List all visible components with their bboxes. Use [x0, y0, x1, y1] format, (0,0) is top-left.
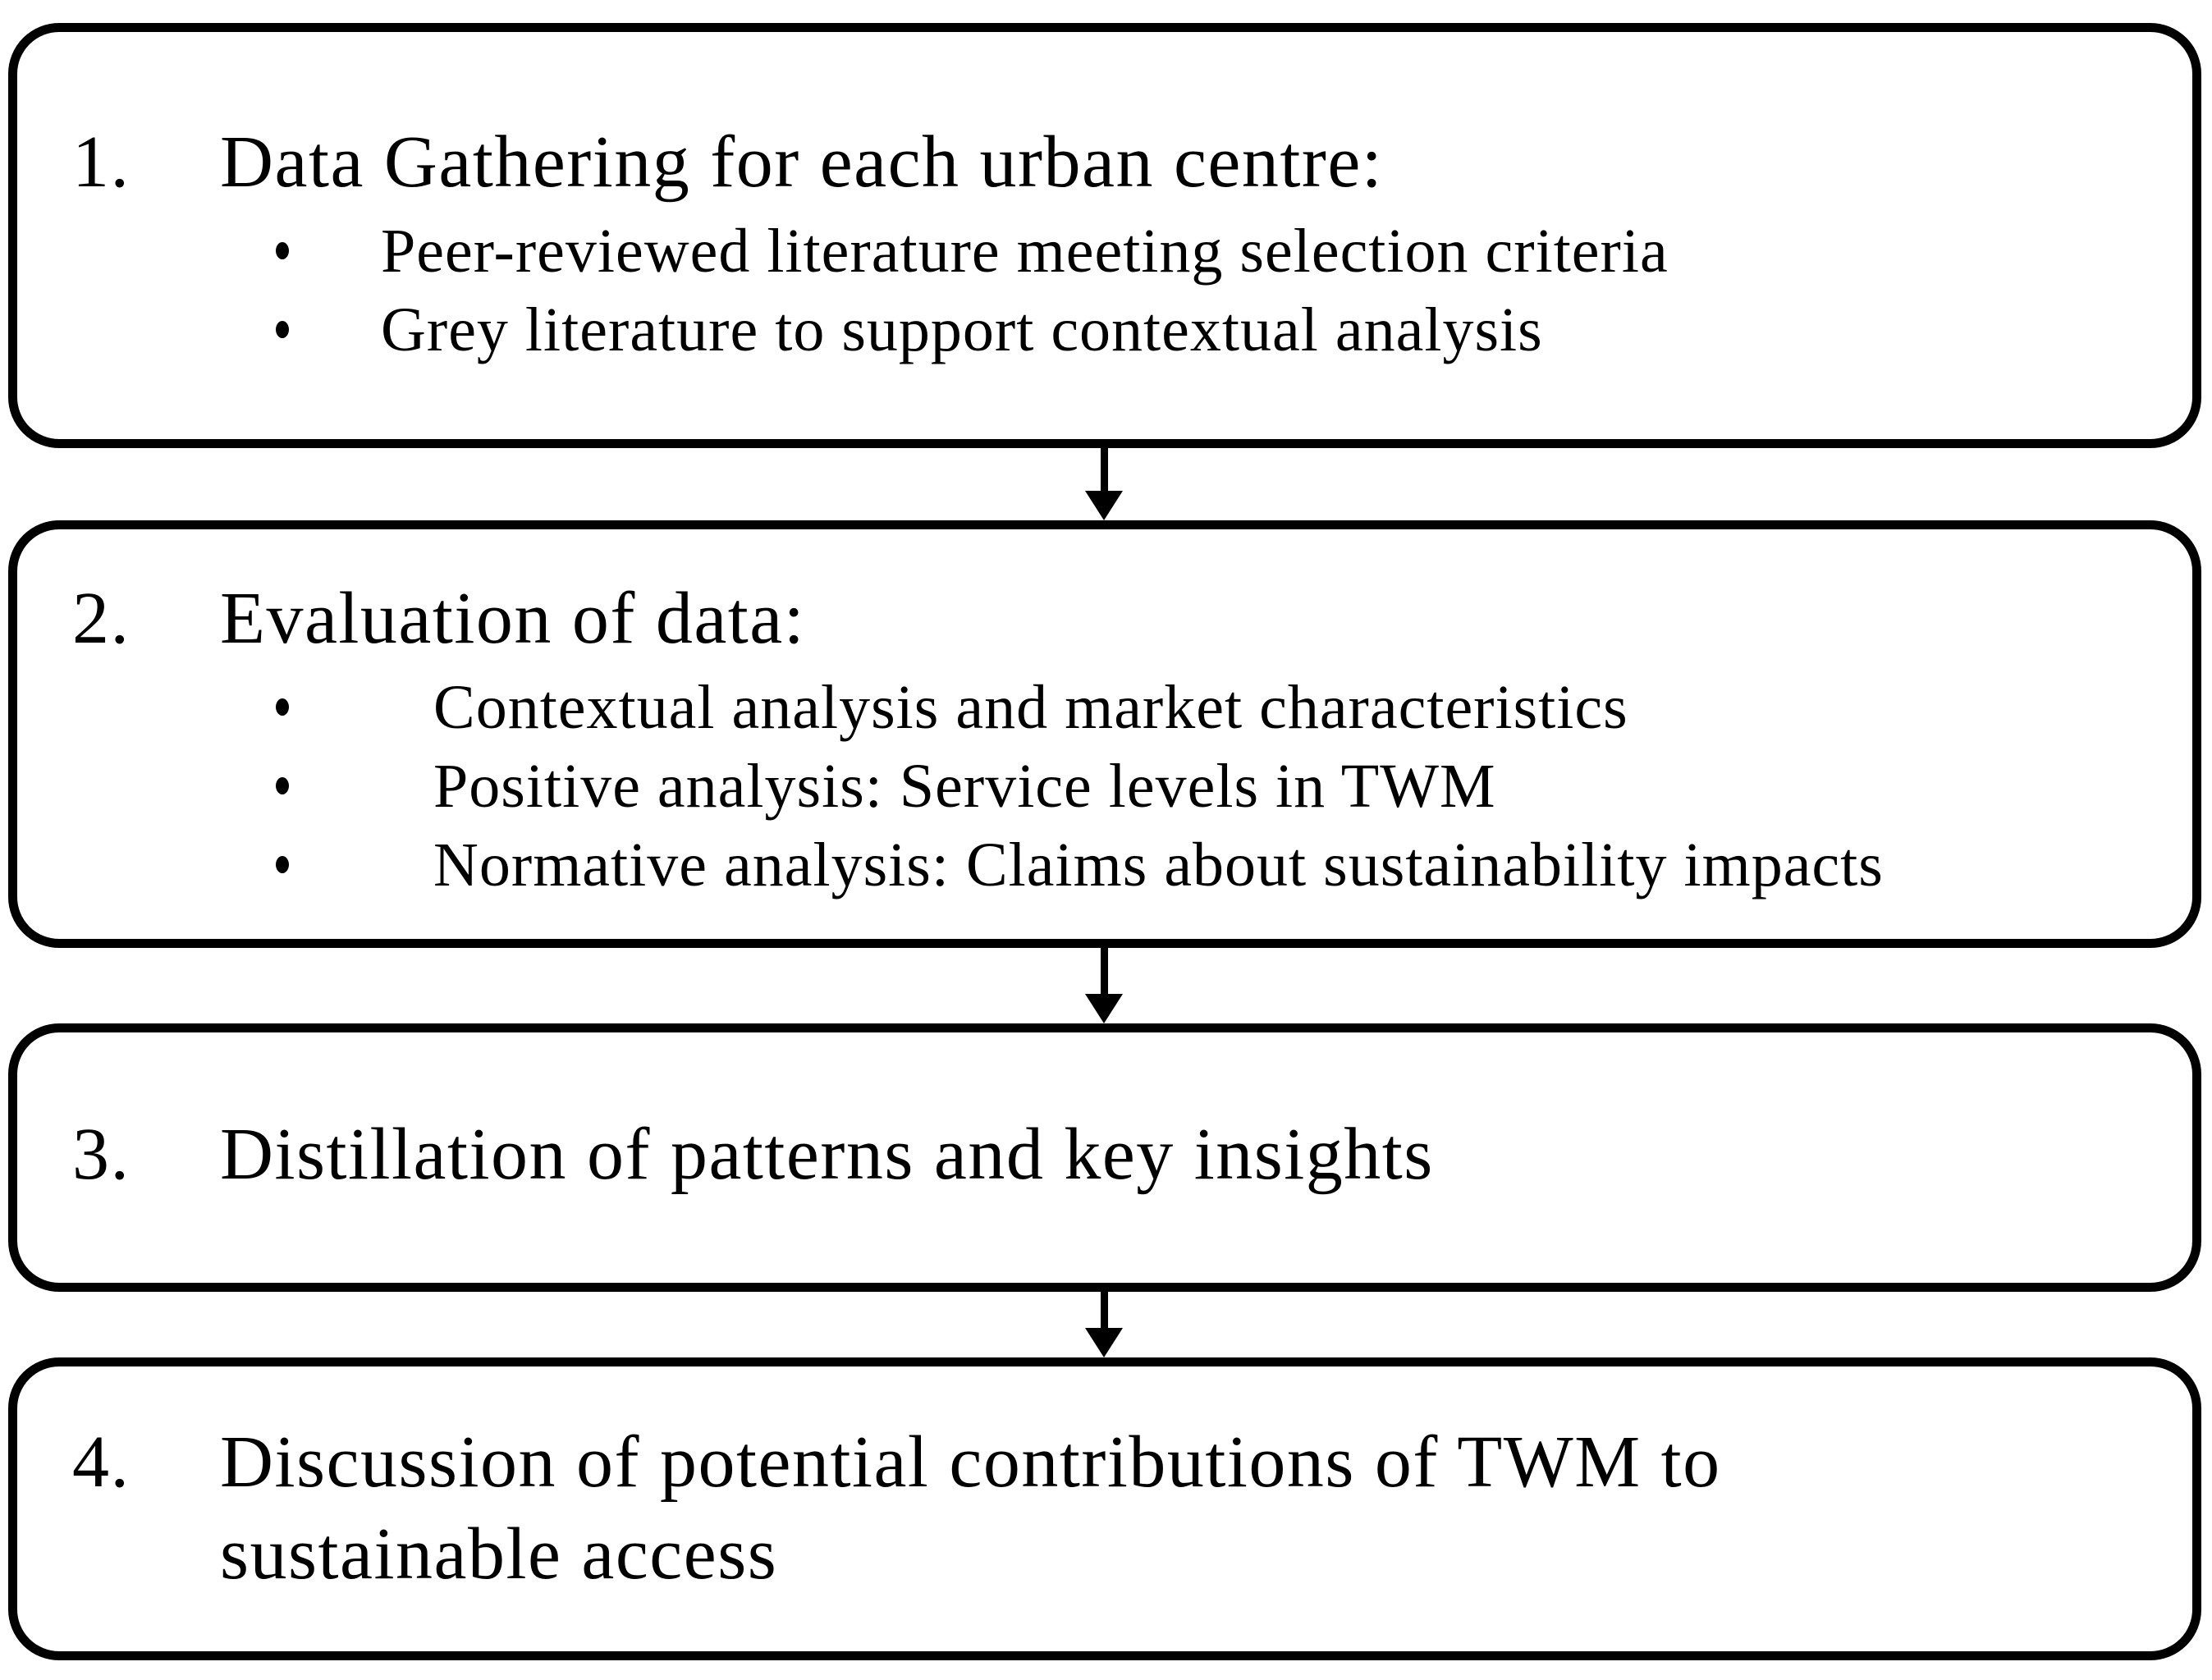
step-box-3: [8, 1023, 2201, 1292]
flow-arrow-3-arrowhead-icon: [1085, 1328, 1123, 1357]
step-3-title: Distillation of patterns and key insight…: [220, 1114, 1434, 1195]
step-box-2: [8, 520, 2201, 948]
step-2-bullet-1: Contextual analysis and market character…: [433, 673, 1628, 742]
bullet-dot-icon: [276, 321, 289, 338]
step-2-bullet-3: Normative analysis: Claims about sustain…: [433, 831, 1884, 900]
bullet-dot-icon: [276, 242, 289, 259]
bullet-dot-icon: [276, 856, 289, 873]
step-4-title-line-2: sustainable access: [220, 1513, 778, 1595]
flow-arrow-1-arrowhead-icon: [1085, 491, 1123, 520]
bullet-dot-icon: [276, 698, 289, 716]
step-1-title: Data Gathering for each urban centre:: [220, 121, 1384, 203]
step-2-number: 2.: [72, 578, 131, 659]
step-1-number: 1.: [72, 121, 131, 203]
step-3-number: 3.: [72, 1114, 131, 1195]
step-box-4: [8, 1357, 2201, 1660]
bullet-dot-icon: [276, 777, 289, 794]
step-4-number: 4.: [72, 1421, 131, 1503]
flow-arrow-2-stem: [1101, 948, 1108, 996]
flow-arrow-2-arrowhead-icon: [1085, 994, 1123, 1023]
step-1-bullet-1: Peer-reviewed literature meeting selecti…: [381, 217, 1669, 286]
step-2-bullet-2: Positive analysis: Service levels in TWM: [433, 752, 1496, 821]
step-1-bullet-2: Grey literature to support contextual an…: [381, 295, 1543, 364]
step-4-title-line-1: Discussion of potential contributions of…: [220, 1421, 1721, 1503]
flow-arrow-1-stem: [1101, 448, 1108, 492]
step-box-1: [8, 23, 2201, 448]
flow-arrow-3-stem: [1101, 1292, 1108, 1330]
step-2-title: Evaluation of data:: [220, 578, 806, 659]
